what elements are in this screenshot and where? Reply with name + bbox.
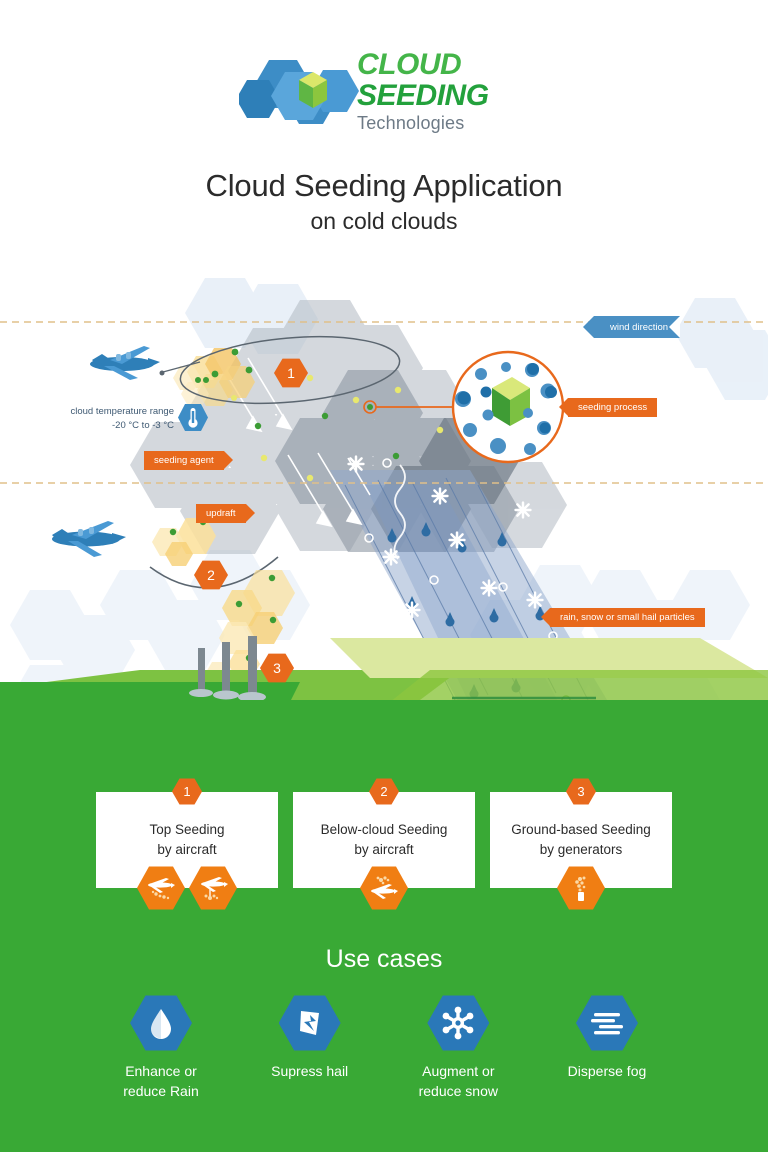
diagram-marker-2: 2 bbox=[194, 560, 228, 590]
cloud-seeding-diagram: wind direction seeding process seeding a… bbox=[0, 270, 768, 720]
use-case-rain-line2: reduce Rain bbox=[123, 1082, 199, 1099]
water-drop-icon bbox=[130, 995, 192, 1051]
thermometer-icon bbox=[177, 403, 209, 432]
method-card-2-number: 2 bbox=[380, 784, 388, 799]
use-case-fog[interactable]: Disperse fog bbox=[542, 995, 672, 1082]
use-case-snow[interactable]: Augment or reduce snow bbox=[393, 995, 523, 1101]
method-card-3-subtitle: by generators bbox=[539, 842, 623, 857]
aircraft-seeding-icon bbox=[137, 866, 185, 910]
diagram-marker-3: 3 bbox=[260, 653, 294, 683]
label-seeding-process: seeding process bbox=[558, 398, 658, 417]
label-seeding-process-text: seeding process bbox=[578, 402, 648, 413]
method-card-3-number: 3 bbox=[577, 784, 585, 799]
brand-logo: CLOUD SEEDING Technologies bbox=[0, 44, 768, 144]
seeding-methods-row: 1 Top Seeding by aircraft bbox=[96, 778, 672, 910]
use-case-rain-line1: Enhance or bbox=[125, 1063, 197, 1079]
cloud-temp-line-1: cloud temperature range bbox=[70, 406, 174, 417]
use-case-snow-line1: Augment or bbox=[422, 1063, 495, 1079]
title-subtitle: on cold clouds bbox=[310, 208, 458, 234]
title-main: Cloud Seeding Application bbox=[205, 168, 563, 203]
ground-generator-icon bbox=[557, 866, 605, 910]
method-card-2-title: Below-cloud Seeding bbox=[320, 822, 448, 838]
diagram-marker-1-text: 1 bbox=[287, 365, 295, 381]
aircraft-below-graphic bbox=[52, 521, 126, 557]
method-card-2[interactable]: 2 Below-cloud Seeding by aircraft bbox=[293, 778, 475, 910]
method-card-1-title: Top Seeding bbox=[149, 822, 225, 838]
method-card-3-title: Ground-based Seeding bbox=[511, 822, 651, 838]
logo-line-2: SEEDING bbox=[357, 79, 489, 112]
use-case-hail-label: Supress hail bbox=[271, 1062, 348, 1082]
use-cases-row: Enhance or reduce Rain Supress hail bbox=[96, 995, 672, 1101]
use-cases-heading: Use cases bbox=[325, 945, 443, 973]
ground-generator-graphic bbox=[189, 636, 266, 702]
snowflake-icon bbox=[427, 995, 490, 1051]
use-case-hail[interactable]: Supress hail bbox=[245, 995, 375, 1082]
method-card-2-subtitle: by aircraft bbox=[354, 842, 414, 857]
method-card-3[interactable]: 3 Ground-based Seeding by generators bbox=[490, 778, 672, 910]
label-updraft: updraft bbox=[196, 504, 255, 523]
label-wind-direction: wind direction bbox=[582, 316, 681, 338]
hexagon-cube-logo-icon bbox=[236, 50, 369, 138]
label-updraft-text: updraft bbox=[206, 508, 236, 519]
cloud-temp-line-2: -20 °C to -3 °C bbox=[112, 419, 174, 431]
use-case-hail-line1: Supress hail bbox=[271, 1063, 349, 1079]
hail-shard-icon bbox=[278, 995, 341, 1051]
use-case-fog-line1: Disperse fog bbox=[567, 1063, 647, 1079]
diagram-marker-3-text: 3 bbox=[273, 660, 281, 676]
method-card-1-number: 1 bbox=[183, 784, 191, 799]
aircraft-flare-icon bbox=[189, 866, 237, 910]
method-card-1-subtitle: by aircraft bbox=[157, 842, 217, 857]
page-title: Cloud Seeding Application on cold clouds bbox=[0, 168, 768, 235]
use-case-rain-label: Enhance or reduce Rain bbox=[123, 1062, 199, 1101]
label-cloud-temperature: cloud temperature range -20 °C to -3 °C bbox=[44, 405, 174, 433]
label-precipitation: rain, snow or small hail particles bbox=[541, 608, 705, 627]
use-case-fog-label: Disperse fog bbox=[568, 1062, 647, 1082]
diagram-marker-2-text: 2 bbox=[207, 567, 215, 583]
logo-line-3: Technologies bbox=[357, 112, 465, 133]
label-wind-direction-text: wind direction bbox=[610, 321, 669, 333]
label-seeding-agent: seeding agent bbox=[144, 451, 233, 470]
fog-lines-icon bbox=[575, 995, 638, 1051]
logo-line-1: CLOUD bbox=[357, 48, 462, 81]
aircraft-top-graphic bbox=[90, 346, 160, 380]
aircraft-below-cloud-icon bbox=[360, 866, 408, 910]
use-case-rain[interactable]: Enhance or reduce Rain bbox=[96, 995, 226, 1101]
method-card-1[interactable]: 1 Top Seeding by aircraft bbox=[96, 778, 278, 910]
label-precipitation-text: rain, snow or small hail particles bbox=[560, 612, 695, 623]
green-background-panel bbox=[0, 700, 768, 1152]
magnifier-circle-graphic bbox=[451, 350, 565, 464]
use-case-snow-label: Augment or reduce snow bbox=[419, 1062, 498, 1101]
label-seeding-agent-text: seeding agent bbox=[154, 455, 214, 466]
use-case-snow-line2: reduce snow bbox=[418, 1082, 498, 1099]
